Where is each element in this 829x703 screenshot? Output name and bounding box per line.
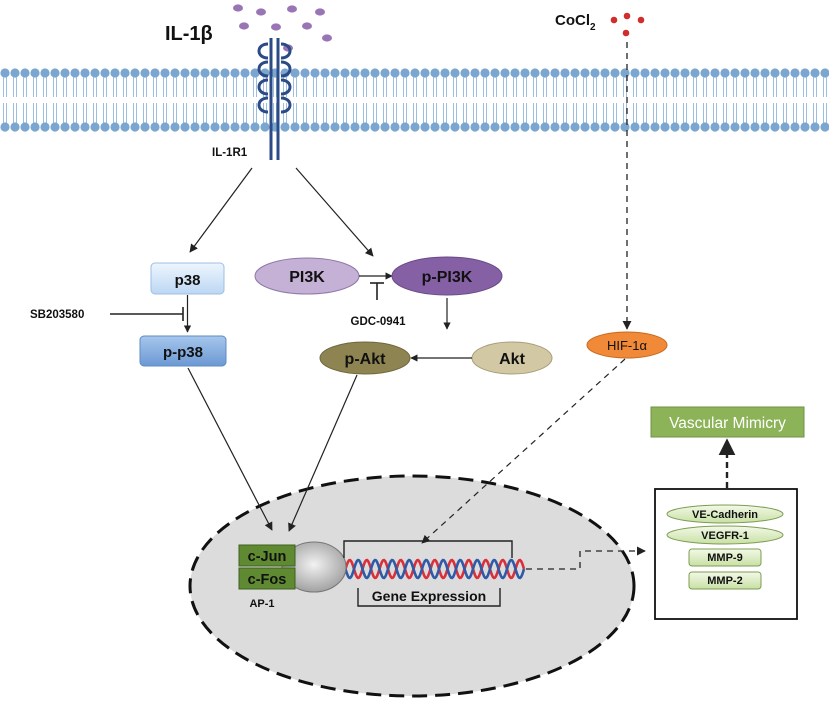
target-gene-shape [688,571,762,590]
cocl2-dots [610,12,645,37]
akt-label: Akt [499,351,525,368]
p38-node [150,262,225,295]
target-gene-label: VE-Cadherin [692,509,758,521]
target-gene-label: VEGFR-1 [701,530,749,542]
cjun-box [238,544,296,567]
hif1a-label: HIF-1α [607,338,648,353]
gene-bracket-bottom [357,588,501,607]
cjun-label: c-Jun [248,549,287,565]
ppi3k-label: p-PI3K [422,269,473,286]
pp38-node [139,335,227,367]
sb203580-label: SB203580 [30,309,84,321]
arrow-receptor-to-ppi3k [295,167,374,257]
ap1-sphere [281,541,347,593]
il1b-label: IL-1β [165,23,213,45]
vascular-mimicry-label: Vascular Mimicry [669,415,786,432]
ppi3k-node [391,256,503,296]
target-gene-shape [688,548,762,567]
arrow-receptor-to-p38 [189,167,253,253]
gene-bracket-top [343,540,513,558]
cfos-label: c-Fos [248,572,287,588]
dna-helix [318,558,526,580]
p38-label: p38 [175,272,201,289]
cfos-box [238,567,296,590]
vascular-mimicry-box [650,406,805,438]
gdc0941-label: GDC-0941 [351,316,407,328]
gene-expression-label: Gene Expression [372,588,486,604]
target-gene-shape [666,525,784,545]
il1r1-label: IL-1R1 [212,147,248,159]
pakt-label: p-Akt [345,351,387,368]
il1r1-receptor [257,38,292,160]
arrow-gene-to-targets [526,546,646,570]
arrow-pakt-to-ap1 [288,374,358,532]
arrow-hif1a-to-gene [421,358,626,544]
pp38-label: p-p38 [163,344,203,361]
nucleus [188,474,636,698]
hif1a-node [586,331,668,359]
cocl2-label: CoCl2 [555,12,596,33]
target-gene-shape [666,504,784,524]
pakt-node [319,341,411,375]
target-gene-label: MMP-9 [707,552,742,564]
cell-membrane [0,68,829,132]
ap1-label: AP-1 [249,598,274,610]
arrow-pp38-to-ap1 [187,367,273,531]
target-gene-label: MMP-2 [707,575,742,587]
pi3k-label: PI3K [289,269,325,286]
